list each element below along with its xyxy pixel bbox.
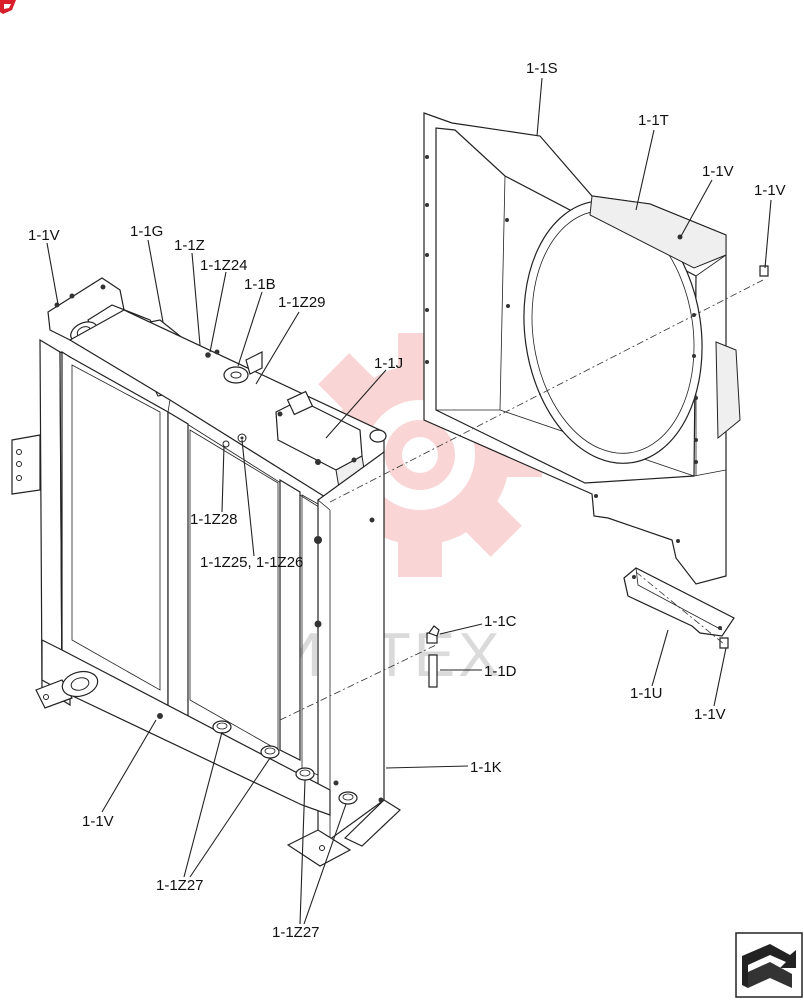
radiator-frame	[11, 277, 401, 867]
label-1-1v-top-mid: 1-1V	[702, 163, 734, 180]
logo-corner-icon	[0, 0, 16, 14]
label-1-1v-left: 1-1V	[28, 227, 60, 244]
alignment-lines	[279, 279, 764, 721]
label-1-1c: 1-1C	[484, 613, 517, 630]
label-1-1z: 1-1Z	[174, 237, 205, 254]
label-1-1j: 1-1J	[374, 355, 403, 372]
label-1-1d: 1-1D	[484, 663, 517, 680]
label-1-1z27-b: 1-1Z27	[272, 924, 320, 941]
label-1-1v-top-right: 1-1V	[754, 182, 786, 199]
fan-shroud	[423, 112, 741, 585]
label-1-1z25-z26: 1-1Z25, 1-1Z26	[200, 554, 303, 571]
leader-lines	[46, 77, 772, 925]
label-1-1k: 1-1K	[470, 759, 502, 776]
drain-valve	[426, 625, 440, 688]
bolt-parts	[719, 265, 769, 649]
label-1-1b: 1-1B	[244, 276, 276, 293]
label-1-1g: 1-1G	[130, 223, 163, 240]
label-1-1u: 1-1U	[630, 685, 663, 702]
label-1-1z29: 1-1Z29	[278, 294, 326, 311]
label-1-1z28: 1-1Z28	[190, 511, 238, 528]
label-1-1z27-a: 1-1Z27	[156, 877, 204, 894]
watermark-text: ИНТЕХ	[278, 621, 503, 690]
label-1-1s: 1-1S	[526, 60, 558, 77]
label-1-1v-bottom-right: 1-1V	[694, 706, 726, 723]
label-1-1t: 1-1T	[638, 112, 669, 129]
next-page-arrow-icon[interactable]	[735, 932, 803, 998]
label-1-1z24: 1-1Z24	[200, 257, 248, 274]
part-labels: 1-1S 1-1T 1-1V 1-1V 1-1V 1-1G 1-1Z 1-1Z2…	[28, 60, 786, 941]
label-1-1v-bottom-left: 1-1V	[82, 813, 114, 830]
